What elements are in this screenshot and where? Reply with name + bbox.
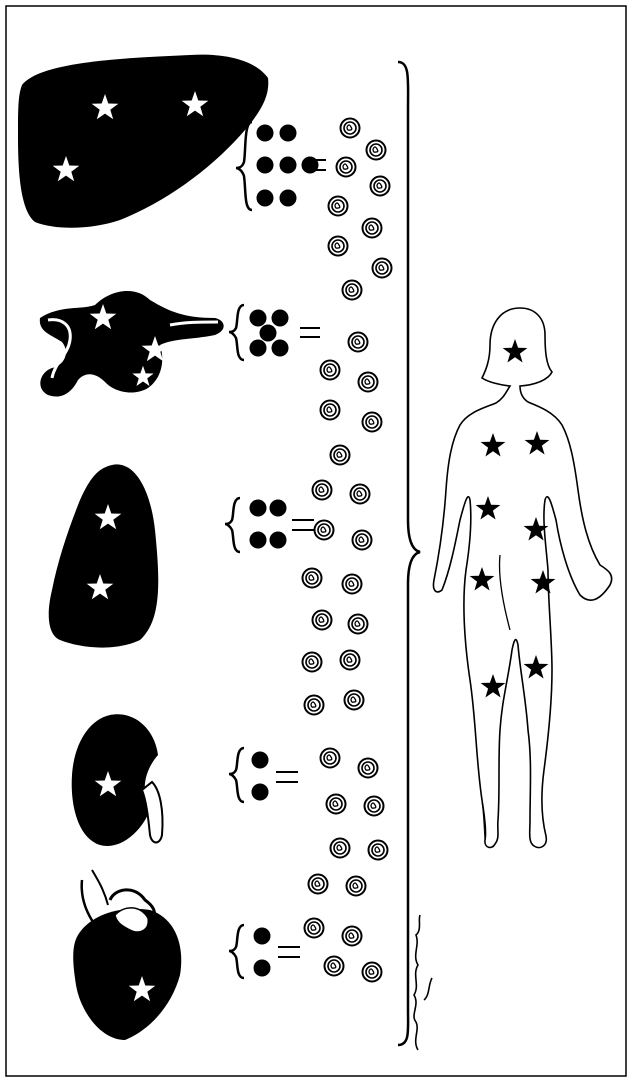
signature-scribble (414, 915, 432, 1050)
liver-organ (18, 55, 268, 228)
pancreas-organ (40, 291, 224, 397)
human-body (433, 308, 611, 848)
heart-organ (73, 870, 181, 1040)
large-brace (398, 62, 420, 1045)
cell-clusters (225, 122, 326, 978)
lymphocyte-cells (303, 119, 392, 982)
kidney-organ (72, 714, 163, 846)
lung-organ (49, 464, 159, 647)
